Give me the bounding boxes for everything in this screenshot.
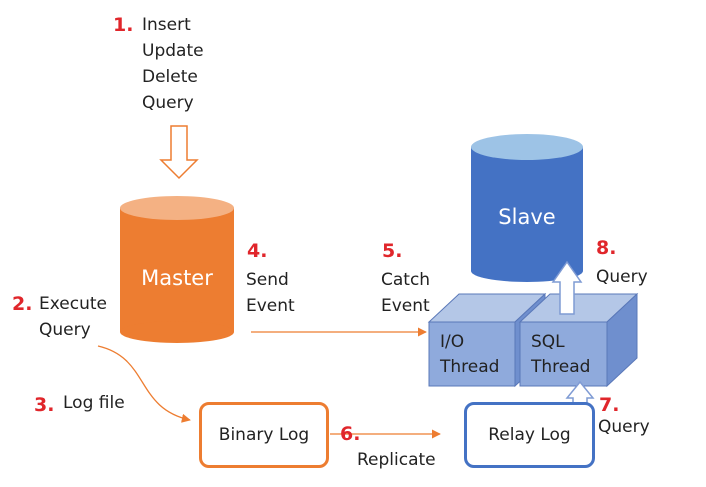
step-1-line: Insert <box>142 15 191 35</box>
up-arrow-icon <box>551 260 583 315</box>
slave-label: Slave <box>498 205 556 229</box>
step-1-line: Update <box>142 41 204 61</box>
step-6-text: Replicate <box>357 450 436 470</box>
step-4-line2: Event <box>246 296 295 316</box>
step-6-number: 6. <box>340 423 361 445</box>
io-thread-line2: Thread <box>440 357 500 377</box>
step-4-text: Send Event <box>246 267 295 319</box>
step-2-text: Execute Query <box>39 291 107 343</box>
step-2-line1: Execute <box>39 294 107 314</box>
step-2-line2: Query <box>39 320 91 340</box>
step-8-number: 8. <box>596 237 617 259</box>
sql-thread-line1: SQL <box>531 332 565 352</box>
io-thread-line1: I/O <box>440 332 465 352</box>
step-3-number: 3. <box>34 394 55 416</box>
step-1-number: 1. <box>113 14 134 36</box>
log-file-arrow <box>97 345 191 423</box>
sql-thread-label: SQL Thread <box>531 330 590 380</box>
step-7-text: Query <box>598 417 650 437</box>
step-3-text: Log file <box>63 393 125 413</box>
step-8-text: Query <box>596 267 648 287</box>
step-1-line: Delete <box>142 67 198 87</box>
step-4-number: 4. <box>247 240 268 262</box>
step-5-text: Catch Event <box>381 267 430 319</box>
step-1-line: Query <box>142 93 194 113</box>
step-2-number: 2. <box>12 293 33 315</box>
master-cylinder <box>120 196 234 343</box>
io-thread-label: I/O Thread <box>440 330 499 380</box>
sql-thread-box <box>518 292 639 388</box>
master-label: Master <box>141 266 213 290</box>
relay-log-box: Relay Log <box>464 402 595 468</box>
step-5-line1: Catch <box>381 270 431 290</box>
step-7-number: 7. <box>599 394 620 416</box>
step-5-number: 5. <box>382 240 403 262</box>
binary-log-box: Binary Log <box>199 402 329 468</box>
step-5-line2: Event <box>381 296 430 316</box>
sql-thread-line2: Thread <box>531 357 591 377</box>
step-1-text: Insert Update Delete Query <box>142 12 204 116</box>
step-4-line1: Send <box>246 270 289 290</box>
slave-cylinder <box>471 134 583 282</box>
down-arrow-icon <box>159 125 199 180</box>
